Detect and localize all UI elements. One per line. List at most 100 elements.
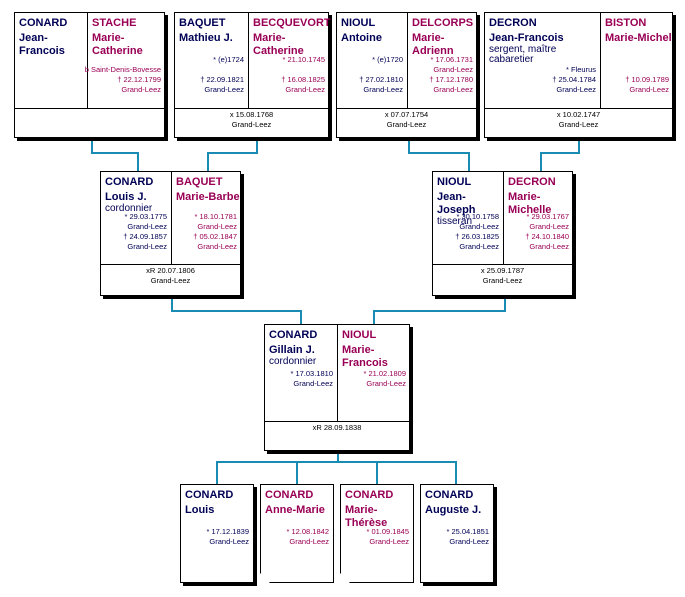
occupation: cordonnier	[269, 356, 317, 367]
occupation: cordonnier	[105, 203, 153, 214]
life-event: Grand-Leez	[529, 242, 569, 251]
life-event: * 29.03.1775	[124, 212, 167, 221]
connector	[91, 152, 139, 154]
given-name: Jean-Francois	[19, 32, 65, 57]
marriage-event: x 10.02.1747	[556, 110, 601, 119]
surname: NIOUL	[342, 329, 377, 341]
surname: CONARD	[425, 489, 474, 501]
given-name: Marie-Michelle	[508, 191, 552, 216]
marriage-event: Grand-Leez	[386, 120, 427, 129]
connector	[468, 152, 470, 172]
life-event: Grand-Leez	[197, 222, 237, 231]
life-event: Grand-Leez	[459, 222, 499, 231]
occupation: sergent, maître cabaretier	[489, 44, 557, 65]
marriage-event: x 07.07.1754	[384, 110, 429, 119]
connector	[373, 310, 375, 325]
connector	[207, 152, 209, 172]
life-event: † 24.10.1840	[525, 232, 569, 241]
connector	[408, 140, 410, 154]
life-event: † 22.12.1799	[117, 75, 161, 84]
given-name: Gillain J.	[269, 344, 315, 356]
life-event: Grand-Leez	[204, 85, 244, 94]
connector	[300, 310, 302, 325]
life-event: Grand-Leez	[197, 242, 237, 251]
connector	[540, 152, 542, 172]
marriage-event: x 25.09.1787	[480, 266, 525, 275]
marriage-event: x 15.08.1768	[229, 110, 274, 119]
connector	[171, 298, 173, 312]
marriage-event: Grand-Leez	[231, 120, 272, 129]
life-event: † 22.09.1821	[200, 75, 244, 84]
life-event: * (e)1724	[213, 55, 244, 64]
life-event	[625, 65, 669, 75]
surname: NIOUL	[341, 17, 376, 29]
surname: BAQUET	[179, 17, 226, 29]
connector	[171, 310, 302, 312]
given-name: Marie-Thérèse	[345, 504, 388, 529]
given-name: Marie-Michel	[605, 32, 672, 44]
life-event: * (e)1720	[372, 55, 403, 64]
divider-line	[15, 108, 164, 109]
given-name: Auguste J.	[425, 504, 482, 516]
given-name: Marie-Catherine	[92, 32, 143, 57]
occupation: tisseran	[437, 216, 473, 227]
life-event: Grand-Leez	[121, 85, 161, 94]
life-event: * 17.03.1810	[290, 369, 333, 378]
connector	[578, 140, 580, 154]
life-event: † 10.09.1789	[625, 75, 669, 84]
life-event: Grand-Leez	[285, 85, 325, 94]
given-name: Marie-Catherine	[253, 32, 304, 57]
connector	[216, 461, 457, 463]
connector	[373, 310, 506, 312]
divider-line	[265, 421, 409, 422]
connector	[376, 461, 378, 485]
life-event: * 30.10.1758	[456, 212, 499, 221]
life-event: * 12.08.1842	[286, 527, 329, 536]
given-name: Marie-Barbe	[176, 191, 240, 203]
given-name: Louis J.	[105, 191, 147, 203]
connector	[337, 453, 339, 463]
life-event	[200, 65, 244, 75]
life-event: † 24.09.1857	[123, 232, 167, 241]
life-event: Grand-Leez	[209, 537, 249, 546]
surname: NIOUL	[437, 176, 472, 188]
connector	[207, 152, 258, 154]
surname: CONARD	[185, 489, 234, 501]
divider-line	[175, 108, 328, 109]
life-event: † 26.03.1825	[455, 232, 499, 241]
marriage-event: Grand-Leez	[150, 276, 191, 285]
divider-line	[433, 264, 572, 265]
surname: BAQUET	[176, 176, 223, 188]
connector	[216, 461, 218, 485]
life-event: Grand-Leez	[433, 85, 473, 94]
life-event: † 25.04.1784	[552, 75, 596, 84]
surname: BISTON	[605, 17, 647, 29]
